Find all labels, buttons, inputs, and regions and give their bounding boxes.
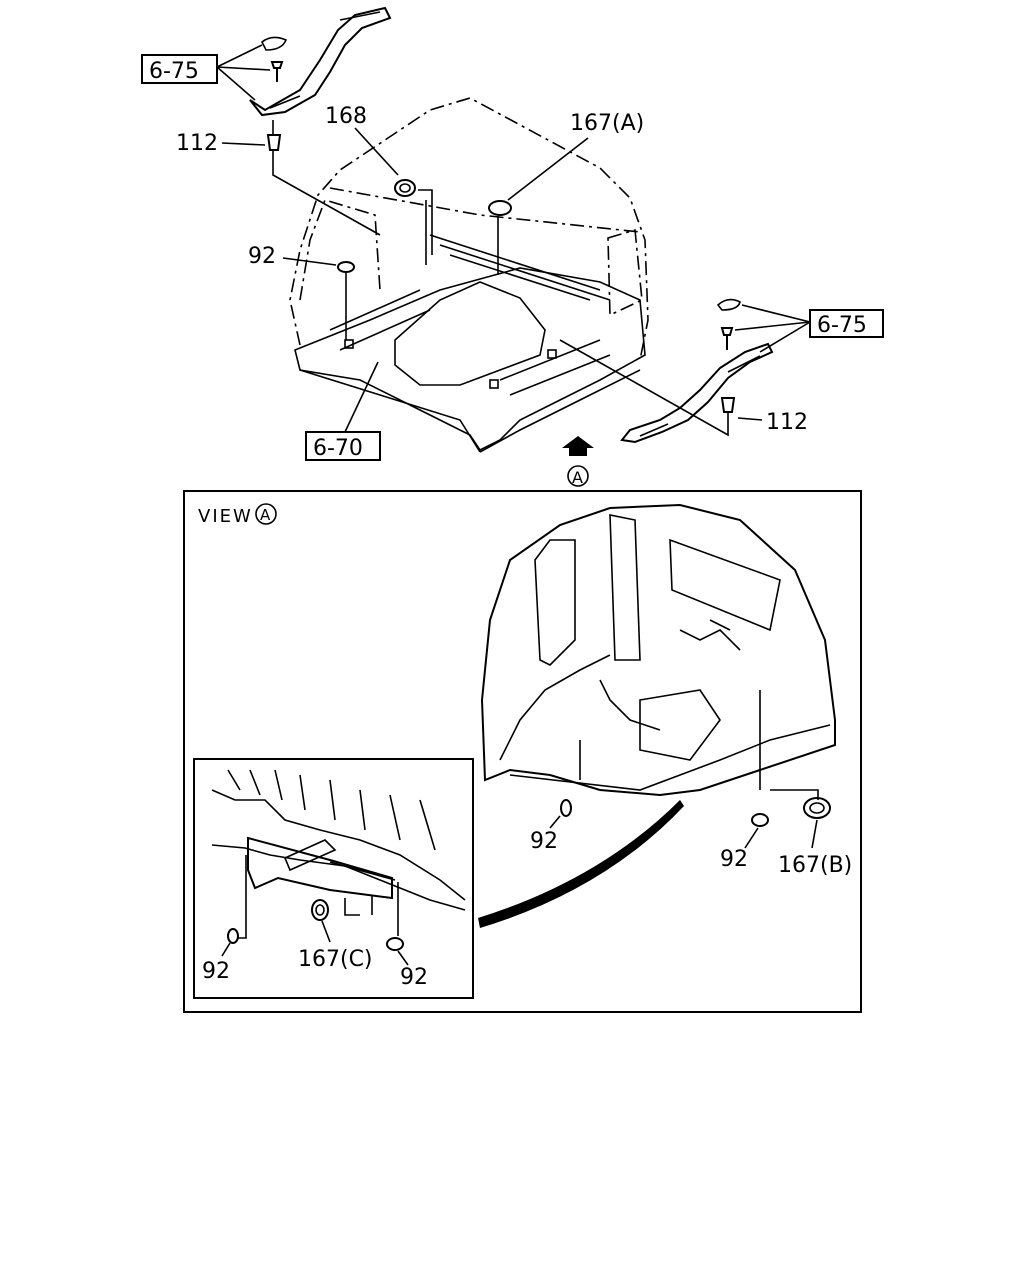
cab-floor [294,267,646,452]
cab-outline [289,97,649,361]
leader-675-top [216,44,271,101]
plug-92-inset-right [386,937,404,951]
bracket-left [249,6,392,117]
leader-92-top [282,257,337,266]
view-label: VIEW [198,506,253,527]
ref-box-675-top [141,54,218,84]
plug-92-view-left [560,799,572,817]
leader-167c [321,920,331,943]
inset-panel [193,758,474,999]
view-marker-label: A [572,468,583,487]
leader-92-view-left [549,815,561,829]
callout-92-view-left: 92 [530,829,558,854]
cab-drawing [289,97,649,453]
plug-92-top [337,261,355,273]
inset-drawing [211,769,466,916]
callout-92-view-right: 92 [720,847,748,872]
cab-back-edge [329,187,641,233]
callout-92-inset-right: 92 [400,965,428,990]
leader-92-inset-right [397,950,409,966]
install-line-92-inset-left [238,855,247,939]
ref-box-670 [305,431,381,461]
view-panel [183,490,862,1013]
leader-92-view-right [744,827,759,849]
view-label-marker: A [260,506,271,524]
inset-connector [478,800,684,928]
floor-front-edge [299,369,641,453]
callout-167b: 167(B) [778,853,852,878]
leader-167b [811,819,818,849]
install-line-112-left [272,120,381,236]
ref-670: 6-70 [313,436,363,461]
floor-tunnel [394,281,546,386]
floor-hole [344,339,354,349]
floor-ribs [329,234,611,396]
install-line-112-right [559,339,729,437]
callout-92-inset-left: 92 [202,959,230,984]
callout-92-top: 92 [248,244,276,269]
clip-112-right [720,397,736,413]
leader-167a [507,137,589,201]
leader-112-right [737,417,763,421]
floor-hole [547,349,557,359]
grommet-167b [803,797,831,819]
plug-92-view-right [751,813,769,827]
callout-112-right: 112 [766,410,808,435]
leader-92-inset-left [221,942,231,957]
cab-window-left [299,199,381,301]
ref-675-top: 6-75 [149,59,199,84]
install-line-168 [418,189,433,265]
callout-167c: 167(C) [298,947,373,972]
cab-window-right [607,228,643,317]
floor-hole [489,379,499,389]
leader-112-left [221,142,266,146]
grommet-167c [311,899,329,921]
grommet-168 [394,179,416,197]
view-label-circle [255,503,277,525]
view-marker-circle [567,465,589,487]
underside-drawing [480,503,836,800]
leader-670 [344,361,379,433]
leader-168 [354,127,399,176]
grommet-167a [488,200,512,216]
callout-112-left: 112 [176,131,218,156]
callout-168: 168 [325,104,367,129]
view-arrow-icon [562,436,594,456]
clip-112-left [266,134,282,151]
plug-92-inset-left [227,928,239,944]
leader-675-right [734,304,811,353]
ref-675-right: 6-75 [817,313,867,338]
bracket-right [620,298,774,444]
ref-box-675-right [809,309,884,338]
callout-167a: 167(A) [570,111,644,136]
